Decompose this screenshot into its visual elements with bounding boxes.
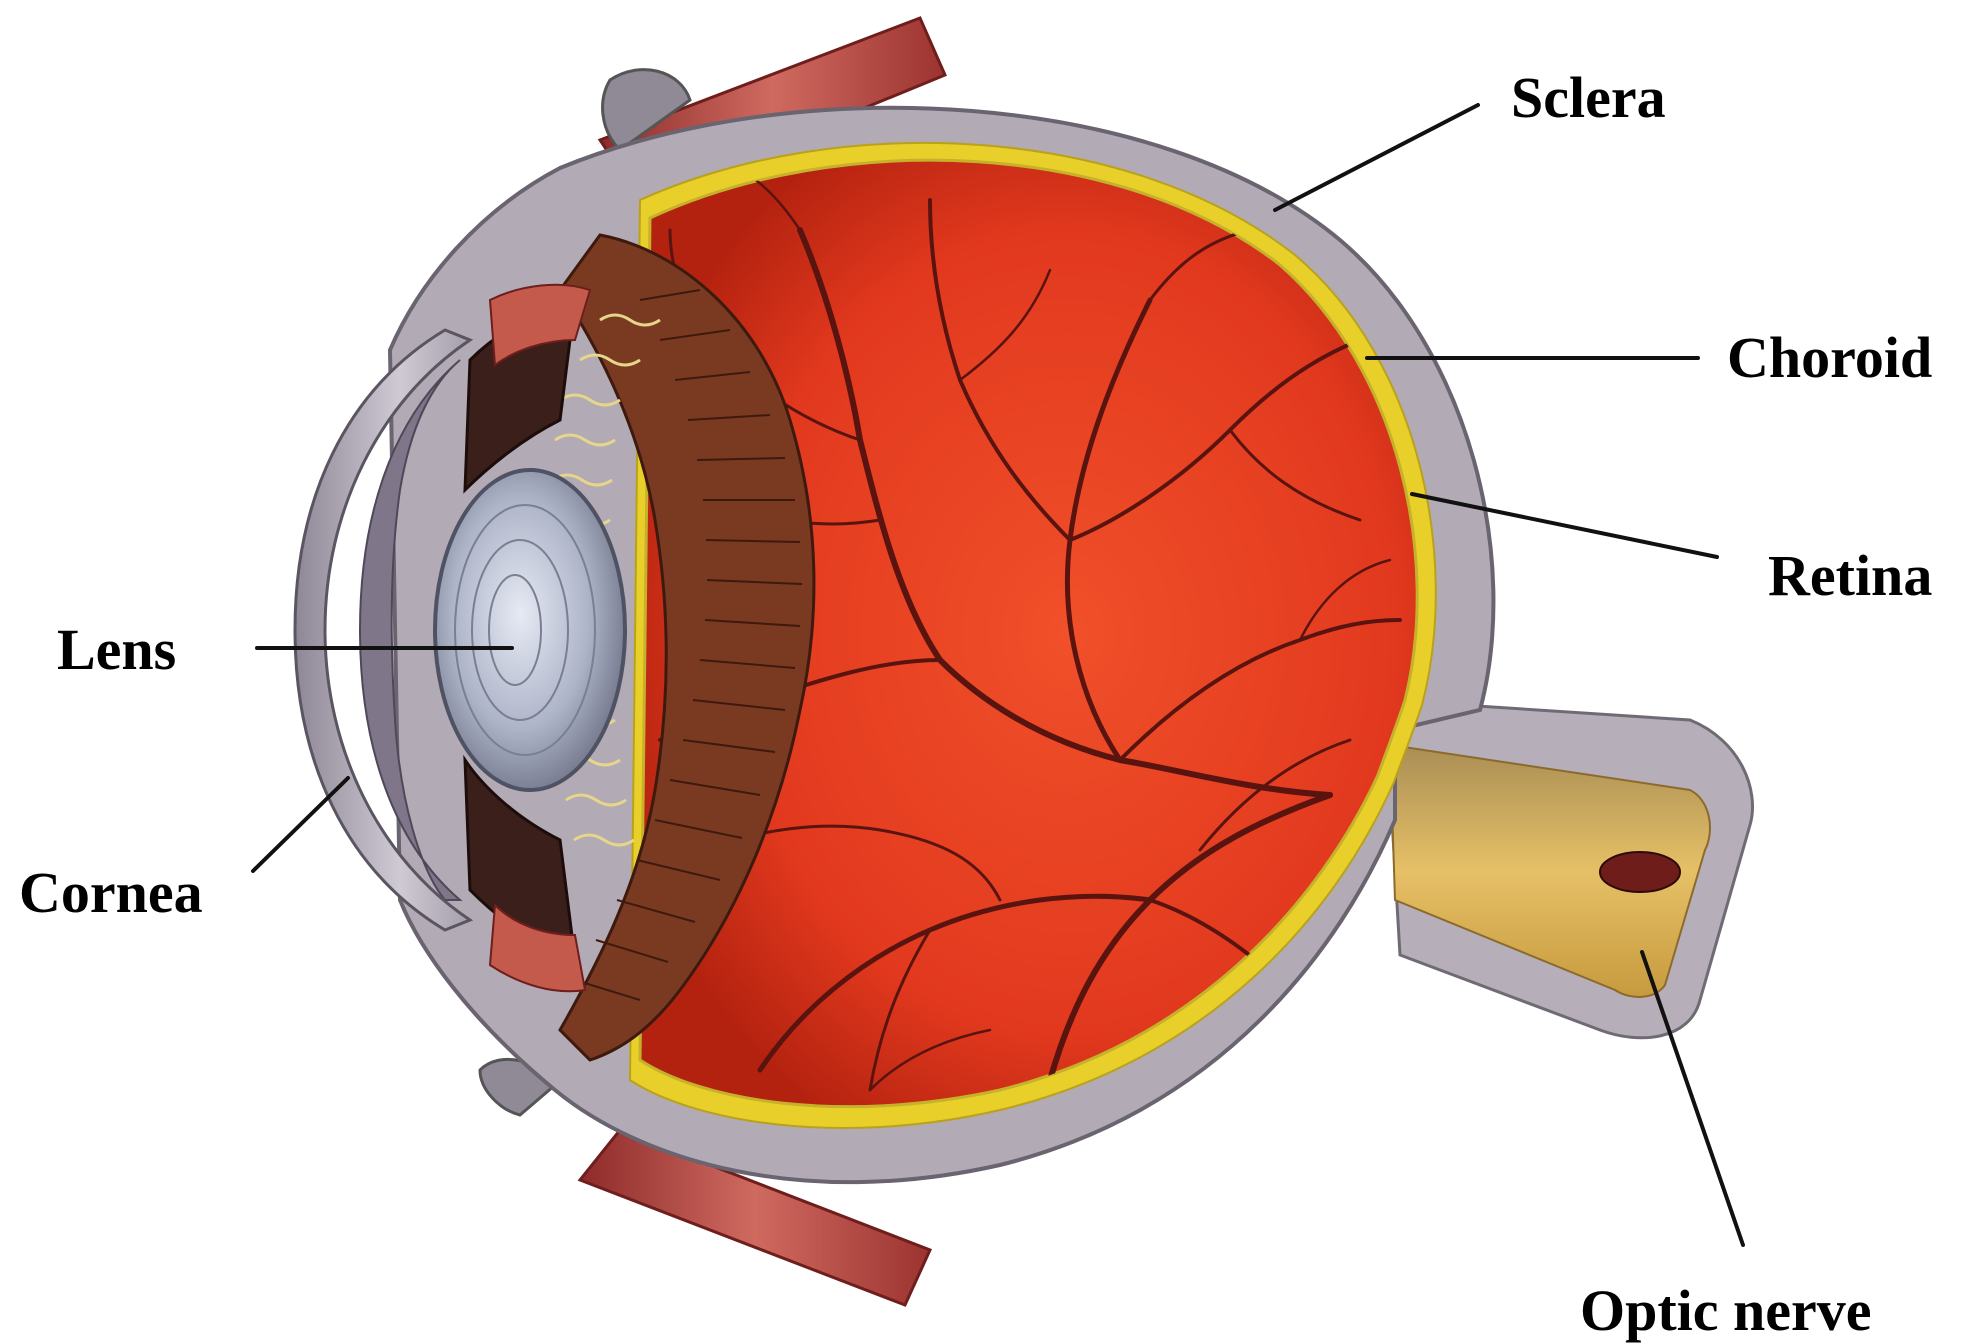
cornea-leader-line	[253, 778, 348, 871]
choroid-label: Choroid	[1727, 325, 1932, 390]
retina-label: Retina	[1768, 543, 1932, 608]
lens	[435, 470, 625, 790]
cornea-label: Cornea	[19, 860, 203, 925]
central-retinal-vessels	[1600, 852, 1680, 892]
sclera-label: Sclera	[1511, 65, 1666, 130]
optic-nerve-label: Optic nerve	[1580, 1278, 1872, 1343]
sclera-leader-line	[1275, 105, 1478, 210]
lens-label: Lens	[57, 617, 176, 682]
